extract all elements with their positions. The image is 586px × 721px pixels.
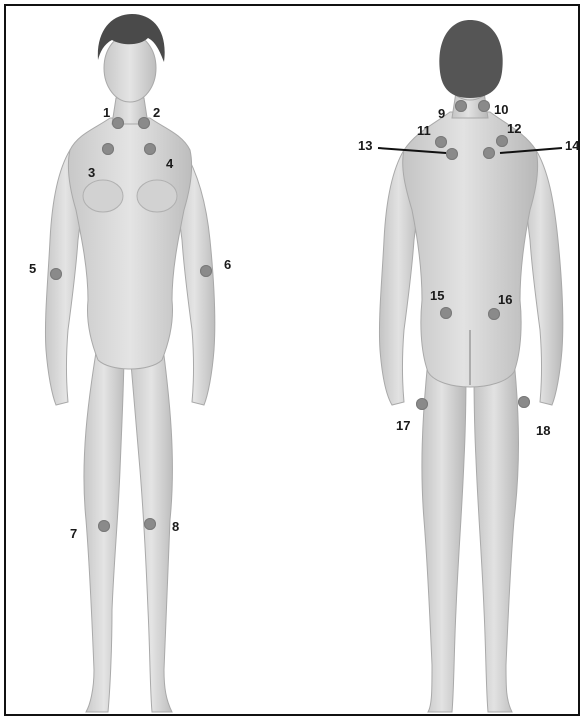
point-label-17: 17 — [396, 419, 410, 432]
tender-point-10 — [478, 100, 490, 112]
tender-point-2 — [138, 117, 150, 129]
tender-point-11 — [435, 136, 447, 148]
tender-point-3 — [102, 143, 114, 155]
point-label-18: 18 — [536, 424, 550, 437]
tender-point-1 — [112, 117, 124, 129]
back-left-leg — [422, 360, 466, 712]
point-label-16: 16 — [498, 293, 512, 306]
tender-point-7 — [98, 520, 110, 532]
tender-point-17 — [416, 398, 428, 410]
tender-point-12 — [496, 135, 508, 147]
point-label-5: 5 — [29, 262, 36, 275]
back-figure — [379, 28, 562, 712]
tender-point-4 — [144, 143, 156, 155]
point-label-14: 14 — [565, 139, 579, 152]
tender-point-6 — [200, 265, 212, 277]
back-right-leg — [474, 360, 519, 712]
tender-point-13 — [446, 148, 458, 160]
front-figure — [45, 34, 214, 712]
tender-point-16 — [488, 308, 500, 320]
tender-point-9 — [455, 100, 467, 112]
point-label-13: 13 — [358, 139, 372, 152]
tender-point-18 — [518, 396, 530, 408]
point-label-15: 15 — [430, 289, 444, 302]
back-hair — [439, 20, 502, 98]
point-label-8: 8 — [172, 520, 179, 533]
point-label-9: 9 — [438, 107, 445, 120]
point-label-11: 11 — [417, 124, 431, 137]
tender-point-14 — [483, 147, 495, 159]
front-torso — [68, 118, 191, 369]
point-label-4: 4 — [166, 157, 173, 170]
point-label-7: 7 — [70, 527, 77, 540]
tender-point-5 — [50, 268, 62, 280]
point-label-3: 3 — [88, 166, 95, 179]
tender-point-8 — [144, 518, 156, 530]
point-label-2: 2 — [153, 106, 160, 119]
point-label-12: 12 — [507, 122, 521, 135]
point-label-6: 6 — [224, 258, 231, 271]
tender-point-15 — [440, 307, 452, 319]
point-label-1: 1 — [103, 106, 110, 119]
point-label-10: 10 — [494, 103, 508, 116]
